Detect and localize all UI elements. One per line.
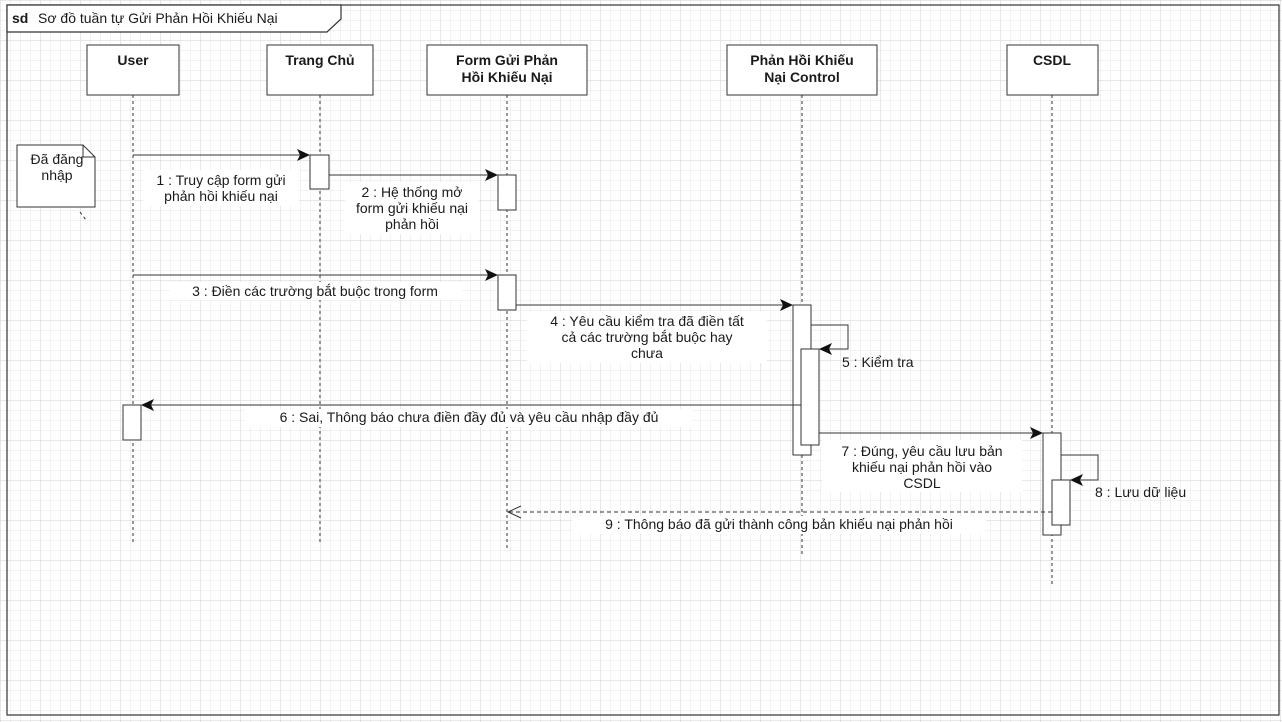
message-8-label: 8 : Lưu dữ liệu: [1095, 484, 1186, 500]
message-7-label-bg: [822, 440, 1022, 492]
lifeline-user: User: [86, 44, 180, 545]
lifeline-user-label: User: [117, 52, 149, 68]
message-4-label-bg: [527, 311, 767, 363]
message-7[interactable]: 7 : Đúng, yêu cầu lưu bản khiếu nại phản…: [819, 427, 1043, 492]
lifeline-user-head[interactable]: [86, 44, 180, 96]
note-text-line1: Đã đăng: [31, 151, 84, 167]
activation-form-1: [497, 174, 517, 211]
frame-title-tab: [6, 4, 342, 33]
frame-keyword: sd: [12, 10, 28, 26]
lifeline-control-label-line1: Phản Hồi Khiếu: [750, 52, 853, 68]
message-7-label-line3: CSDL: [903, 475, 941, 491]
message-9-label-bg: [572, 516, 986, 534]
message-5-arrow: [811, 324, 849, 350]
message-1-label-line2: phản hồi khiếu nại: [164, 188, 278, 204]
message-4-label-line2: cả các trường bắt buộc hay: [561, 329, 732, 345]
activation-user: [122, 404, 142, 441]
message-2-arrowhead: [485, 169, 498, 181]
message-4-label-line3: chưa: [631, 345, 663, 361]
message-4-label-line1: 4 : Yêu cầu kiểm tra đã điền tất: [550, 313, 744, 329]
message-4[interactable]: 4 : Yêu cầu kiểm tra đã điền tất cả các …: [516, 299, 793, 363]
lifeline-form-head[interactable]: [426, 44, 588, 96]
message-3-label: 3 : Điền các trường bắt buộc trong form: [192, 283, 438, 299]
message-1-label-line1: 1 : Truy cập form gửi: [156, 172, 285, 188]
lifeline-db-label: CSDL: [1033, 52, 1072, 68]
lifeline-home: Trang Chủ: [266, 44, 374, 545]
note-anchor: [79, 211, 87, 221]
activation-form-2: [497, 274, 517, 311]
message-8-arrow: [1061, 454, 1099, 481]
message-6-label-bg: [245, 409, 693, 427]
message-1[interactable]: 1 : Truy cập form gửi phản hồi khiếu nại: [133, 149, 310, 206]
message-6-arrowhead: [141, 399, 154, 411]
message-1-arrowhead: [297, 149, 310, 161]
message-6[interactable]: 6 : Sai, Thông báo chưa điền đầy đủ và y…: [141, 399, 801, 427]
activation-db-self: [1051, 479, 1071, 526]
message-9-arrowhead: [506, 505, 522, 519]
message-3[interactable]: 3 : Điền các trường bắt buộc trong form: [133, 269, 498, 300]
lifeline-form-label-line2: Hồi Khiếu Nại: [461, 69, 552, 85]
message-2-label-line3: phản hồi: [385, 216, 439, 232]
message-1-label-bg: [143, 170, 299, 206]
lifeline-home-label: Trang Chủ: [285, 52, 354, 68]
message-6-label: 6 : Sai, Thông báo chưa điền đầy đủ và y…: [280, 409, 659, 425]
activation-home: [309, 154, 330, 190]
diagram-frame: [6, 4, 1280, 716]
note-shape: [16, 144, 96, 208]
lifeline-home-head[interactable]: [266, 44, 374, 96]
message-3-arrowhead: [485, 269, 498, 281]
message-8-arrowhead: [1070, 474, 1083, 486]
message-2-label-bg: [345, 182, 479, 234]
message-3-label-bg: [170, 282, 462, 300]
message-9[interactable]: 9 : Thông báo đã gửi thành công bản khiế…: [506, 505, 1052, 534]
lifeline-form: Form Gửi Phản Hồi Khiếu Nại: [426, 44, 588, 550]
message-2[interactable]: 2 : Hệ thống mở form gửi khiếu nại phản …: [329, 169, 498, 234]
activation-control-self: [800, 348, 820, 446]
message-7-label-line2: khiếu nại phản hồi vào: [852, 459, 992, 475]
frame-title: Sơ đồ tuần tự Gửi Phản Hồi Khiếu Nại: [38, 10, 278, 26]
lifeline-form-label-line1: Form Gửi Phản: [456, 52, 558, 68]
message-5[interactable]: 5 : Kiểm tra: [811, 324, 914, 370]
lifeline-control-head[interactable]: [726, 44, 878, 96]
message-5-label: 5 : Kiểm tra: [842, 354, 914, 370]
message-9-label: 9 : Thông báo đã gửi thành công bản khiế…: [605, 516, 953, 532]
message-2-label-line1: 2 : Hệ thống mở: [361, 184, 462, 200]
note-text-line2: nhập: [41, 167, 72, 183]
lifeline-control: Phản Hồi Khiếu Nại Control: [726, 44, 878, 555]
note-logged-in[interactable]: Đã đăng nhập: [16, 144, 96, 221]
note-fold: [82, 145, 95, 158]
message-2-label-line2: form gửi khiếu nại: [356, 200, 468, 216]
lifeline-db-head[interactable]: [1006, 44, 1099, 96]
message-8[interactable]: 8 : Lưu dữ liệu: [1061, 454, 1186, 500]
message-5-arrowhead: [819, 343, 832, 355]
message-7-arrowhead: [1030, 427, 1043, 439]
message-7-label-line1: 7 : Đúng, yêu cầu lưu bản: [841, 443, 1002, 459]
message-4-arrowhead: [780, 299, 793, 311]
lifeline-control-label-line2: Nại Control: [764, 69, 839, 85]
